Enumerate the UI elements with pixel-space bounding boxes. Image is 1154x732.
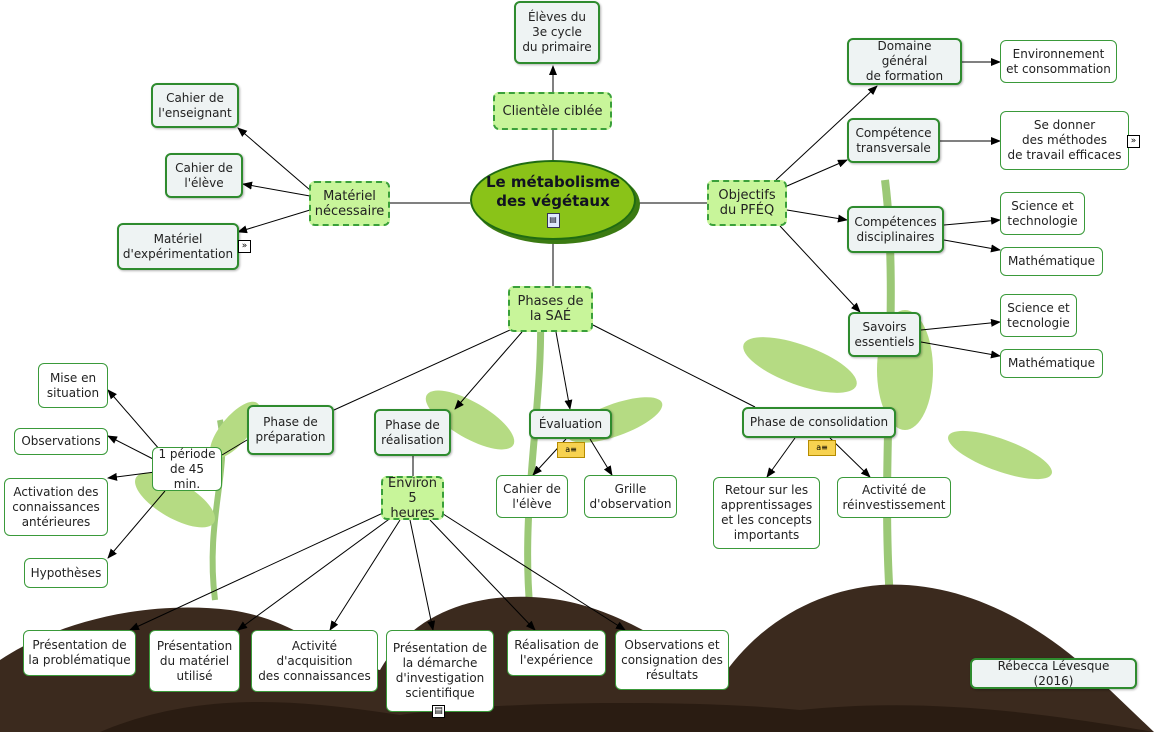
node-sci-tech1[interactable]: Science et technologie <box>1000 192 1085 235</box>
arrow <box>107 471 156 481</box>
arrow <box>129 511 386 631</box>
note-icon[interactable]: a≡ <box>557 442 585 458</box>
arrow <box>779 225 861 313</box>
node-pres-mat[interactable]: Présentation du matériel utilisé <box>149 630 240 692</box>
node-eleves[interactable]: Élèves du 3e cycle du primaire <box>514 1 600 64</box>
node-hypotheses[interactable]: Hypothèses <box>24 558 108 588</box>
arrow <box>829 437 871 478</box>
arrow <box>107 435 156 461</box>
node-cahier-eleve2[interactable]: Cahier de l'élève <box>496 475 568 518</box>
node-observations[interactable]: Observations <box>14 428 108 455</box>
central-topic[interactable]: Le métabolisme des végétaux ▤ <box>470 160 636 240</box>
node-retour[interactable]: Retour sur les apprentissages et les con… <box>713 477 820 549</box>
node-reinvest[interactable]: Activité de réinvestissement <box>837 477 951 518</box>
node-periode[interactable]: 1 période de 45 min. <box>152 447 222 491</box>
node-author[interactable]: Rébecca Lévesque (2016) <box>970 658 1137 689</box>
connector <box>333 329 511 411</box>
node-phase-prep[interactable]: Phase de préparation <box>247 405 334 455</box>
arrow <box>786 159 848 187</box>
node-phases[interactable]: Phases de la SAÉ <box>508 286 593 332</box>
node-evaluation[interactable]: Évaluation <box>529 409 612 439</box>
node-materiel[interactable]: Matériel nécessaire <box>309 181 390 226</box>
node-sci-tech2[interactable]: Science et tecnologie <box>1000 294 1077 337</box>
arrow <box>242 181 311 197</box>
arrow <box>237 516 393 631</box>
node-mat-exp[interactable]: Matériel d'expérimentation <box>117 223 239 270</box>
arrow <box>766 437 796 478</box>
central-topic-label: Le métabolisme des végétaux <box>485 172 621 210</box>
node-comp-disc[interactable]: Compétences disciplinaires <box>847 206 944 253</box>
arrow <box>107 389 161 451</box>
node-se-donner[interactable]: Se donner des méthodes de travail effica… <box>1000 111 1129 170</box>
expand-icon[interactable]: » <box>238 240 251 253</box>
connector <box>592 324 756 408</box>
document-icon[interactable]: ▤ <box>432 705 445 718</box>
node-realisation[interactable]: Réalisation de l'expérience <box>507 630 606 676</box>
arrow <box>439 511 626 631</box>
arrow <box>943 239 1001 253</box>
arrow <box>775 85 878 181</box>
node-mise[interactable]: Mise en situation <box>38 363 108 408</box>
node-savoirs[interactable]: Savoirs essentiels <box>848 312 921 357</box>
node-math2[interactable]: Mathématique <box>1000 349 1103 378</box>
node-cahier-ens[interactable]: Cahier de l'enseignant <box>151 83 239 128</box>
arrow <box>555 331 573 410</box>
connector <box>221 439 248 456</box>
node-clientele[interactable]: Clientèle ciblée <box>493 92 612 130</box>
arrow <box>786 209 848 223</box>
arrow <box>409 519 436 631</box>
expand-icon[interactable]: » <box>1127 135 1140 148</box>
arrow <box>920 318 1001 331</box>
arrow <box>454 331 523 410</box>
arrow <box>237 209 311 234</box>
node-phase-real[interactable]: Phase de réalisation <box>374 409 451 456</box>
node-domaine[interactable]: Domaine général de formation <box>847 38 962 85</box>
arrow <box>920 341 1001 359</box>
node-grille[interactable]: Grille d'observation <box>584 475 677 518</box>
node-obs-consign[interactable]: Observations et consignation des résulta… <box>615 630 729 690</box>
node-cahier-eleve[interactable]: Cahier de l'élève <box>165 153 243 198</box>
node-math1[interactable]: Mathématique <box>1000 247 1103 276</box>
arrow <box>589 438 613 476</box>
node-environ[interactable]: Environ 5 heures <box>381 476 444 521</box>
arrow <box>237 127 311 191</box>
arrow <box>107 490 166 559</box>
node-activite-acq[interactable]: Activité d'acquisition des connaissances <box>251 630 378 692</box>
document-icon[interactable]: ▤ <box>546 212 560 228</box>
node-activation[interactable]: Activation des connaissances antérieures <box>4 478 108 536</box>
arrow <box>429 519 536 631</box>
node-environnement[interactable]: Environnement et consommation <box>1000 40 1117 83</box>
node-pres-dem[interactable]: Présentation de la démarche d'investigat… <box>386 630 494 712</box>
note-icon[interactable]: a≡ <box>808 440 836 456</box>
node-phase-consol[interactable]: Phase de consolidation <box>742 407 896 438</box>
arrow <box>943 216 1001 226</box>
node-pres-prob[interactable]: Présentation de la problématique <box>23 630 136 676</box>
arrow <box>329 519 401 631</box>
node-comp-transv[interactable]: Compétence transversale <box>847 118 940 163</box>
node-objectifs[interactable]: Objectifs du PFÉQ <box>707 180 787 226</box>
